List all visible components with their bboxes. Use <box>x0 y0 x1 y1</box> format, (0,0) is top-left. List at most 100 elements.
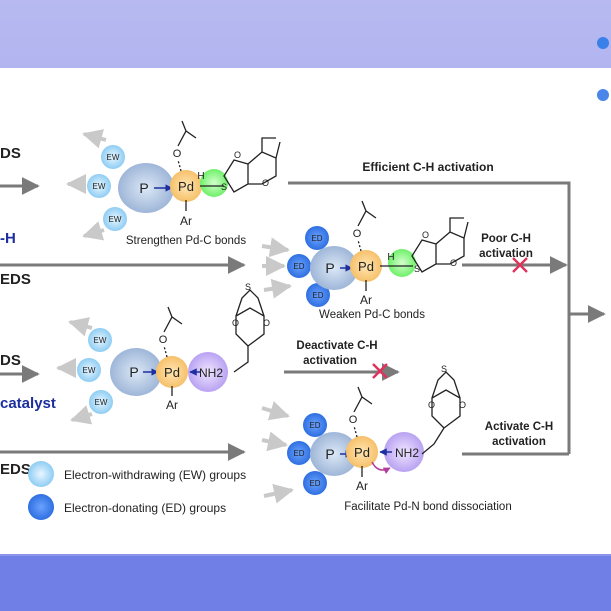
pd-o-bond <box>177 159 182 172</box>
ed-push-arrow <box>261 237 290 258</box>
atom-o: O <box>353 228 362 240</box>
ew-group <box>88 328 112 352</box>
atom-o: O <box>232 318 239 328</box>
atom-o: O <box>262 178 269 188</box>
ed-group <box>303 471 327 495</box>
atom-s: S <box>245 282 251 292</box>
ew-group-label: EW <box>109 215 122 224</box>
atom-o: O <box>263 318 270 328</box>
ed-group-label: ED <box>293 449 304 458</box>
cross-mark <box>512 257 528 273</box>
atom-o: O <box>234 150 241 160</box>
atom-ar: Ar <box>356 479 368 493</box>
nh2-glow <box>384 432 424 472</box>
legend-ew-swatch <box>28 461 54 487</box>
pd-center <box>156 356 188 388</box>
ed-group <box>306 283 330 307</box>
ed-group-label: ED <box>312 291 323 300</box>
edot-substrate <box>411 217 469 273</box>
ed-push-arrow <box>263 483 294 504</box>
atom-pd: Pd <box>164 365 180 380</box>
atom-o: O <box>428 400 435 410</box>
ed-push-arrow <box>263 278 292 299</box>
decor-dot-top <box>597 37 609 49</box>
ed-group-label: ED <box>311 234 322 243</box>
atom-p: P <box>129 364 138 380</box>
atom-s: S <box>441 364 447 374</box>
outcome-poor-line1: Poor C-H <box>481 233 531 245</box>
atom-h: H <box>387 252 394 263</box>
outcome-poor-line2: activation <box>479 248 533 260</box>
green-ch-glow <box>200 169 228 197</box>
decor-dot-panel <box>597 89 609 101</box>
atom-s: S <box>414 264 420 274</box>
ew-group-label: EW <box>95 398 108 407</box>
ew-group-label: EW <box>94 336 107 345</box>
acetate-group <box>353 386 373 413</box>
caption-strengthen: Strengthen Pd-C bonds <box>126 235 246 247</box>
atom-nh2: NH2 <box>395 446 419 460</box>
legend-ed-swatch <box>28 494 54 520</box>
row3-eds-label: DS <box>0 352 21 369</box>
atom-o: O <box>422 230 429 240</box>
ew-pull-arrow <box>82 129 107 149</box>
ew-group <box>89 390 113 414</box>
edot-amine-substrate <box>233 289 265 373</box>
pd-center <box>350 250 382 282</box>
phosphine-ligand <box>310 246 358 290</box>
pd-o-bond <box>353 425 358 438</box>
edot-amine-substrate <box>421 371 461 455</box>
atom-o: O <box>349 414 358 426</box>
ew-group-label: EW <box>93 182 106 191</box>
ew-pull-arrow <box>68 317 93 337</box>
row4-eds-label: EDS <box>0 461 31 478</box>
pd-center <box>346 436 378 468</box>
pd-o-bond <box>163 345 168 358</box>
cross-mark <box>372 363 388 379</box>
ew-group <box>103 207 127 231</box>
pd-o-bond <box>357 239 362 252</box>
ed-group-label: ED <box>309 421 320 430</box>
atom-pd: Pd <box>358 259 374 274</box>
diagram-panel <box>0 68 611 554</box>
green-ch-glow <box>388 249 416 277</box>
outcome-activate-line2: activation <box>492 436 546 448</box>
ed-group <box>305 226 329 250</box>
dissociation-curved-arrow <box>371 461 391 474</box>
atom-p: P <box>325 260 334 276</box>
ew-pull-arrow <box>82 221 105 241</box>
edot-substrate <box>223 137 281 193</box>
phosphine-ligand <box>310 432 358 476</box>
ed-push-arrow <box>261 401 290 421</box>
phosphine-ligand <box>110 348 162 396</box>
caption-weaken: Weaken Pd-C bonds <box>319 309 425 321</box>
caption-facilitate: Facilitate Pd-N bond dissociation <box>344 501 511 513</box>
ew-group <box>77 358 101 382</box>
atom-pd: Pd <box>178 179 194 194</box>
bottom-band <box>0 556 611 611</box>
acetate-group <box>163 306 183 333</box>
row1-eds-label: DS <box>0 145 21 162</box>
legend-ew-text: Electron-withdrawing (EW) groups <box>64 468 246 482</box>
atom-h: H <box>197 171 204 182</box>
outcome-efficient: Efficient C-H activation <box>362 160 493 174</box>
ed-group-label: ED <box>309 479 320 488</box>
outcome-deactivate-line2: activation <box>303 355 357 367</box>
ed-group-label: ED <box>293 262 304 271</box>
ed-group <box>287 254 311 278</box>
ew-group-label: EW <box>83 366 96 375</box>
row2-eds-label: EDS <box>0 271 31 288</box>
ed-group <box>303 413 327 437</box>
ew-group <box>101 145 125 169</box>
outcome-deactivate-line1: Deactivate C-H <box>296 340 377 352</box>
atom-o: O <box>173 148 182 160</box>
atom-o: O <box>159 334 168 346</box>
legend-ed-text: Electron-donating (ED) groups <box>64 501 226 515</box>
atom-nh2: NH2 <box>199 366 223 380</box>
atom-o: O <box>459 400 466 410</box>
atom-ar: Ar <box>180 214 192 228</box>
ew-group-label: EW <box>107 153 120 162</box>
atom-s: S <box>221 182 227 192</box>
phosphine-ligand <box>118 163 174 213</box>
